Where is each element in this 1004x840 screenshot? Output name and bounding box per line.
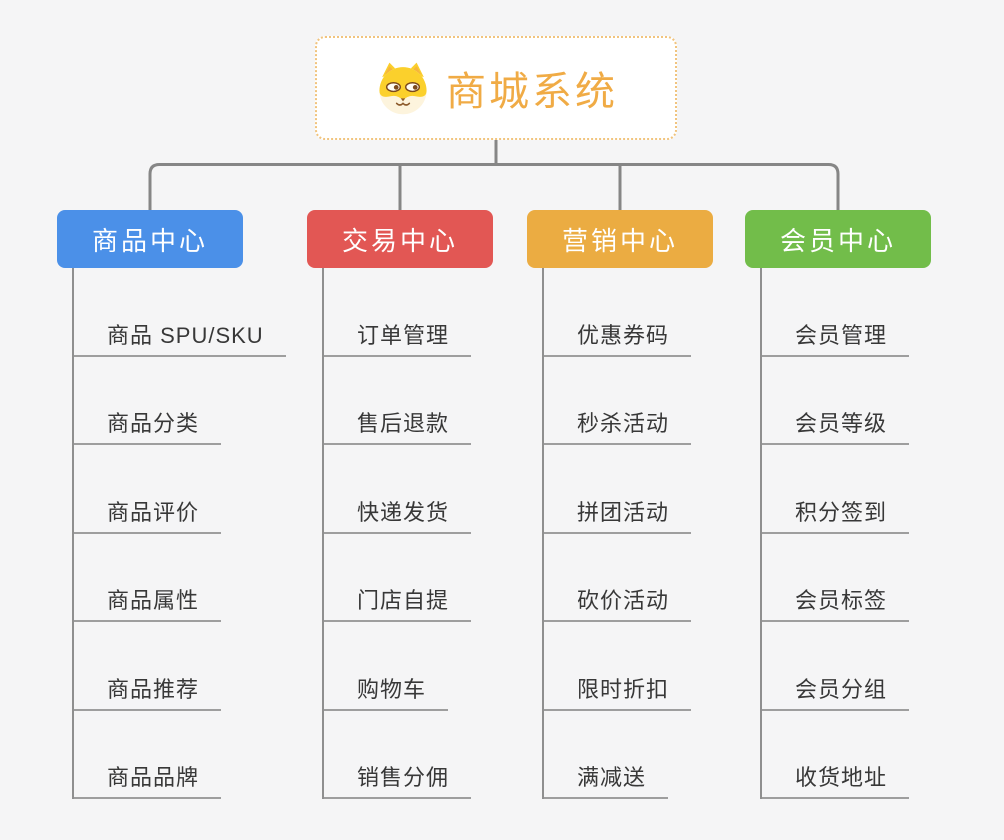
node-label: 商品评价 xyxy=(107,499,200,525)
mindmap-node[interactable]: 售后退款 xyxy=(324,357,472,445)
mindmap-node[interactable]: 优惠券码 xyxy=(544,268,692,357)
branch-member-center: 会员中心 会员管理 会员等级 积分签到 会员标签 会员分组 收货地址 xyxy=(745,210,995,799)
mindmap-node[interactable]: 会员管理 xyxy=(762,268,910,357)
branch-label: 商品中心 xyxy=(91,225,208,256)
mindmap-node[interactable]: 商品分类 xyxy=(74,357,222,445)
root-node[interactable]: 商城系统 xyxy=(315,36,677,140)
branch-item-list: 会员管理 会员等级 积分签到 会员标签 会员分组 收货地址 xyxy=(760,268,995,799)
node-label: 限时折扣 xyxy=(577,676,670,702)
node-label: 秒杀活动 xyxy=(577,411,670,436)
mindmap-node[interactable]: 商品属性 xyxy=(74,534,222,622)
branch-marketing-center: 营销中心 优惠券码 秒杀活动 拼团活动 砍价活动 限时折扣 满减送 xyxy=(527,210,777,799)
mindmap-node[interactable]: 商品推荐 xyxy=(74,622,222,711)
node-label: 拼团活动 xyxy=(577,499,670,525)
node-label: 收货地址 xyxy=(795,765,888,790)
mindmap-node[interactable]: 秒杀活动 xyxy=(544,357,692,445)
mindmap-node[interactable]: 销售分佣 xyxy=(324,711,472,799)
mindmap-node[interactable]: 购物车 xyxy=(324,622,449,711)
mindmap-node[interactable]: 满减送 xyxy=(544,711,669,799)
node-label: 商品分类 xyxy=(107,411,200,436)
mindmap-node[interactable]: 会员等级 xyxy=(762,357,910,445)
mindmap-node[interactable]: 会员标签 xyxy=(762,534,910,622)
node-label: 商品品牌 xyxy=(107,765,200,790)
branch-label: 交易中心 xyxy=(341,225,458,256)
node-label: 会员分组 xyxy=(795,676,888,702)
node-label: 砍价活动 xyxy=(577,588,670,613)
node-label: 满减送 xyxy=(577,765,647,790)
branch-node-member-center[interactable]: 会员中心 xyxy=(745,210,931,268)
mindmap-node[interactable]: 快递发货 xyxy=(324,445,472,534)
node-label: 售后退款 xyxy=(357,411,450,436)
node-label: 会员标签 xyxy=(795,588,888,613)
node-label: 销售分佣 xyxy=(357,765,450,790)
branch-node-marketing-center[interactable]: 营销中心 xyxy=(527,210,713,268)
node-label: 商品属性 xyxy=(107,588,200,613)
node-label: 会员管理 xyxy=(795,322,888,348)
branch-item-list: 商品 SPU/SKU 商品分类 商品评价 商品属性 商品推荐 商品品牌 xyxy=(72,268,307,799)
node-label: 快递发货 xyxy=(357,499,450,525)
mindmap-node[interactable]: 商品品牌 xyxy=(74,711,222,799)
mindmap-node[interactable]: 收货地址 xyxy=(762,711,910,799)
branch-item-list: 订单管理 售后退款 快递发货 门店自提 购物车 销售分佣 xyxy=(322,268,557,799)
mindmap-node[interactable]: 会员分组 xyxy=(762,622,910,711)
branch-trade-center: 交易中心 订单管理 售后退款 快递发货 门店自提 购物车 销售分佣 xyxy=(307,210,557,799)
mindmap-node[interactable]: 商品评价 xyxy=(74,445,222,534)
mindmap-node[interactable]: 门店自提 xyxy=(324,534,472,622)
mindmap-node[interactable]: 商品 SPU/SKU xyxy=(74,268,286,357)
mindmap-node[interactable]: 订单管理 xyxy=(324,268,472,357)
branch-node-product-center[interactable]: 商品中心 xyxy=(57,210,243,268)
mindmap-node[interactable]: 砍价活动 xyxy=(544,534,692,622)
branch-item-list: 优惠券码 秒杀活动 拼团活动 砍价活动 限时折扣 满减送 xyxy=(542,268,777,799)
mindmap-node[interactable]: 拼团活动 xyxy=(544,445,692,534)
branch-node-trade-center[interactable]: 交易中心 xyxy=(307,210,493,268)
branch-product-center: 商品中心 商品 SPU/SKU 商品分类 商品评价 商品属性 商品推荐 商品品牌 xyxy=(57,210,307,799)
node-label: 订单管理 xyxy=(357,322,450,348)
branch-label: 营销中心 xyxy=(561,225,678,256)
node-label: 门店自提 xyxy=(357,588,450,613)
node-label: 商品推荐 xyxy=(107,676,200,702)
node-label: 优惠券码 xyxy=(577,322,670,348)
shiba-dog-icon xyxy=(379,62,427,115)
branch-label: 会员中心 xyxy=(779,225,896,256)
node-label: 会员等级 xyxy=(795,411,888,436)
node-label: 积分签到 xyxy=(795,499,888,525)
node-label: 商品 SPU/SKU xyxy=(107,322,264,348)
mindmap-node[interactable]: 限时折扣 xyxy=(544,622,692,711)
mindmap-node[interactable]: 积分签到 xyxy=(762,445,910,534)
root-node-title: 商城系统 xyxy=(446,70,618,114)
node-label: 购物车 xyxy=(357,676,427,702)
